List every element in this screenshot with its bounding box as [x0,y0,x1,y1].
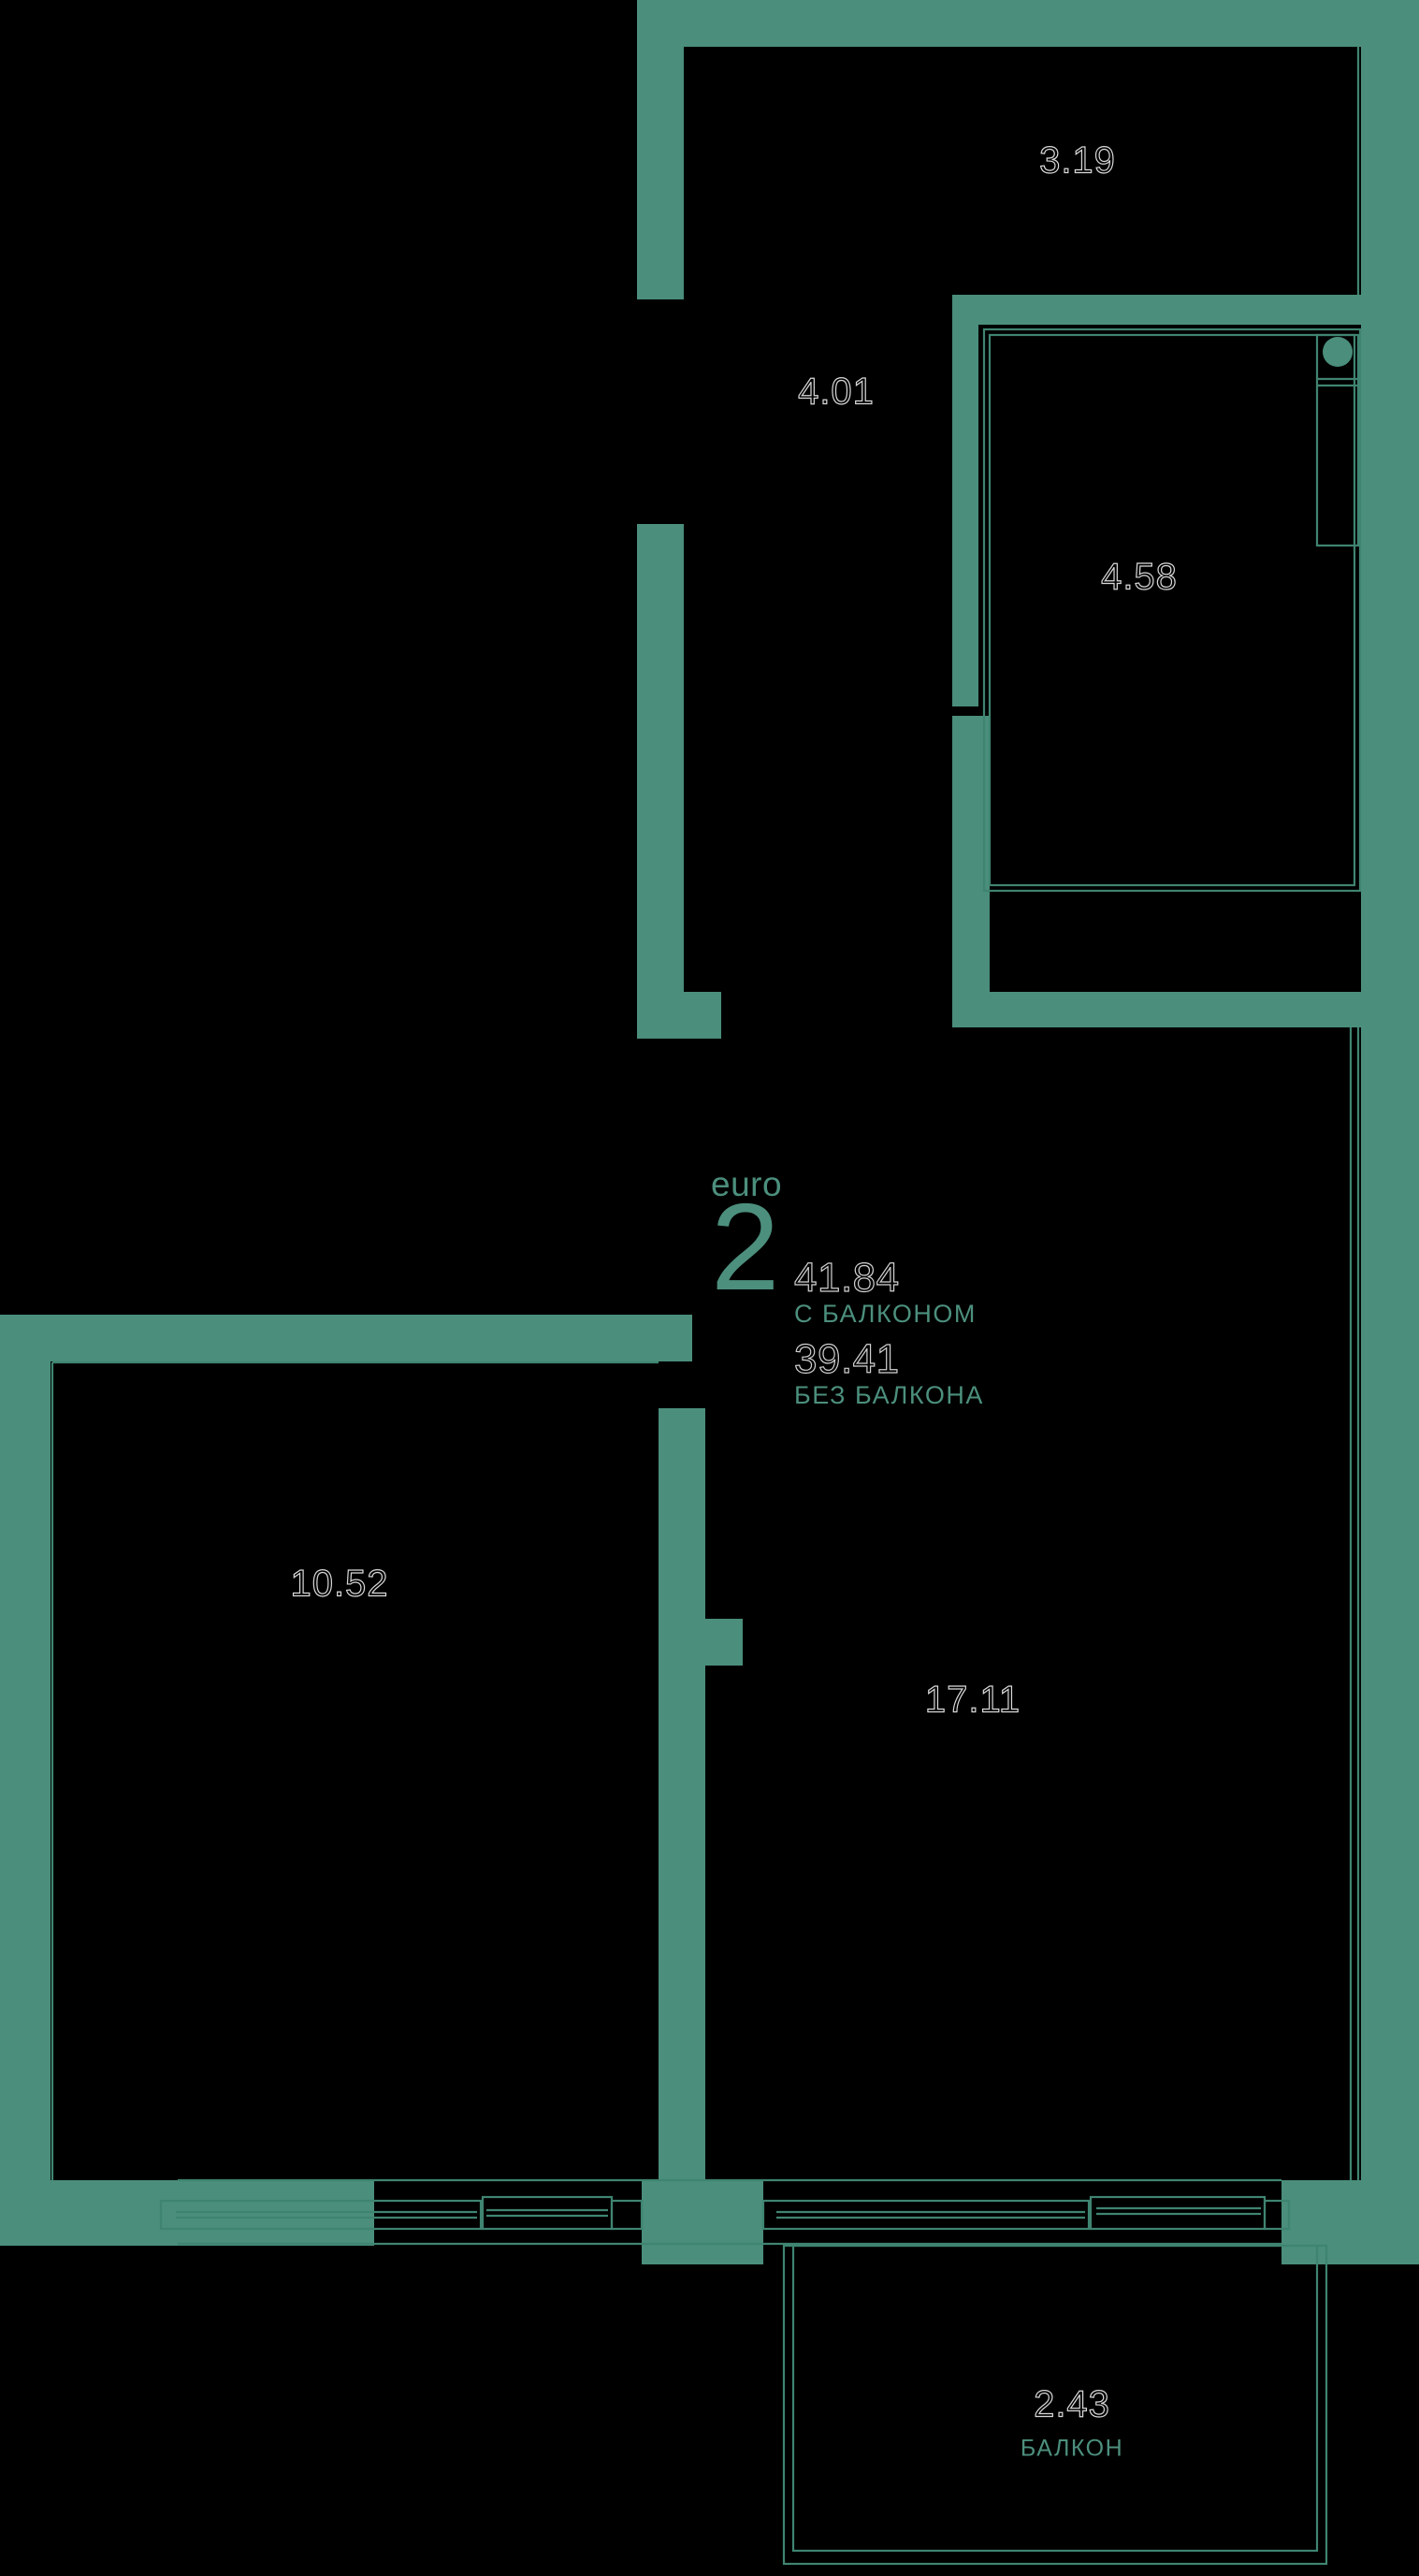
summary-label-without-balcony: БЕЗ БАЛКОНА [794,1381,984,1409]
wall-bathroom-bottom-h [952,992,1373,1027]
wall-bathroom-top [952,295,1373,325]
wall-top [637,0,1419,47]
drain-icon [1323,337,1353,367]
room-area-hall-upper: 3.19 [1038,139,1116,182]
room-area-corridor: 4.01 [797,371,875,413]
room-area-balcony: 2.43 [1033,2383,1110,2425]
wall-left-outer [0,1315,51,2241]
wall-hall-left-upper [637,0,684,299]
wall-balcony-pier-right [1281,2180,1419,2264]
wall-balcony-pier-left [642,2180,763,2264]
room-area-bedroom: 10.52 [290,1563,389,1605]
summary-label-with-balcony: С БАЛКОНОМ [794,1300,977,1328]
outline-bathroom-inner [988,333,1356,887]
outline-bathroom [982,327,1362,893]
room-caption-balcony: БАЛКОН [1020,2435,1124,2462]
wall-right-outer-upper [1361,0,1419,898]
room-area-living-room: 17.11 [924,1679,1021,1721]
wall-bathroom-left [952,295,978,706]
summary-euro-label: euro [711,1165,783,1203]
summary-area-without-balcony: 39.41 [793,1335,900,1382]
wall-corridor-stub-upper [684,992,721,1039]
outline-balcony-inner [791,2244,1319,2553]
wall-center-lower [659,1408,705,2246]
window-living-room [761,2195,1291,2231]
wall-group [0,0,1419,2264]
wall-right-outer-mid [1361,898,1419,2208]
outline-group [51,47,1362,2566]
bathtub-fixture [1315,333,1360,547]
wall-center-stub-lower [705,1619,743,1666]
wall-bottom-left-pier [51,2180,178,2246]
window-bedroom [159,2195,644,2231]
wall-corridor-center-upper [637,524,684,1039]
room-area-bathroom: 4.58 [1100,556,1178,598]
wall-bedroom-top [0,1315,692,1361]
summary-area-with-balcony: 41.84 [793,1254,900,1301]
summary-room-count: 2 [711,1178,780,1316]
